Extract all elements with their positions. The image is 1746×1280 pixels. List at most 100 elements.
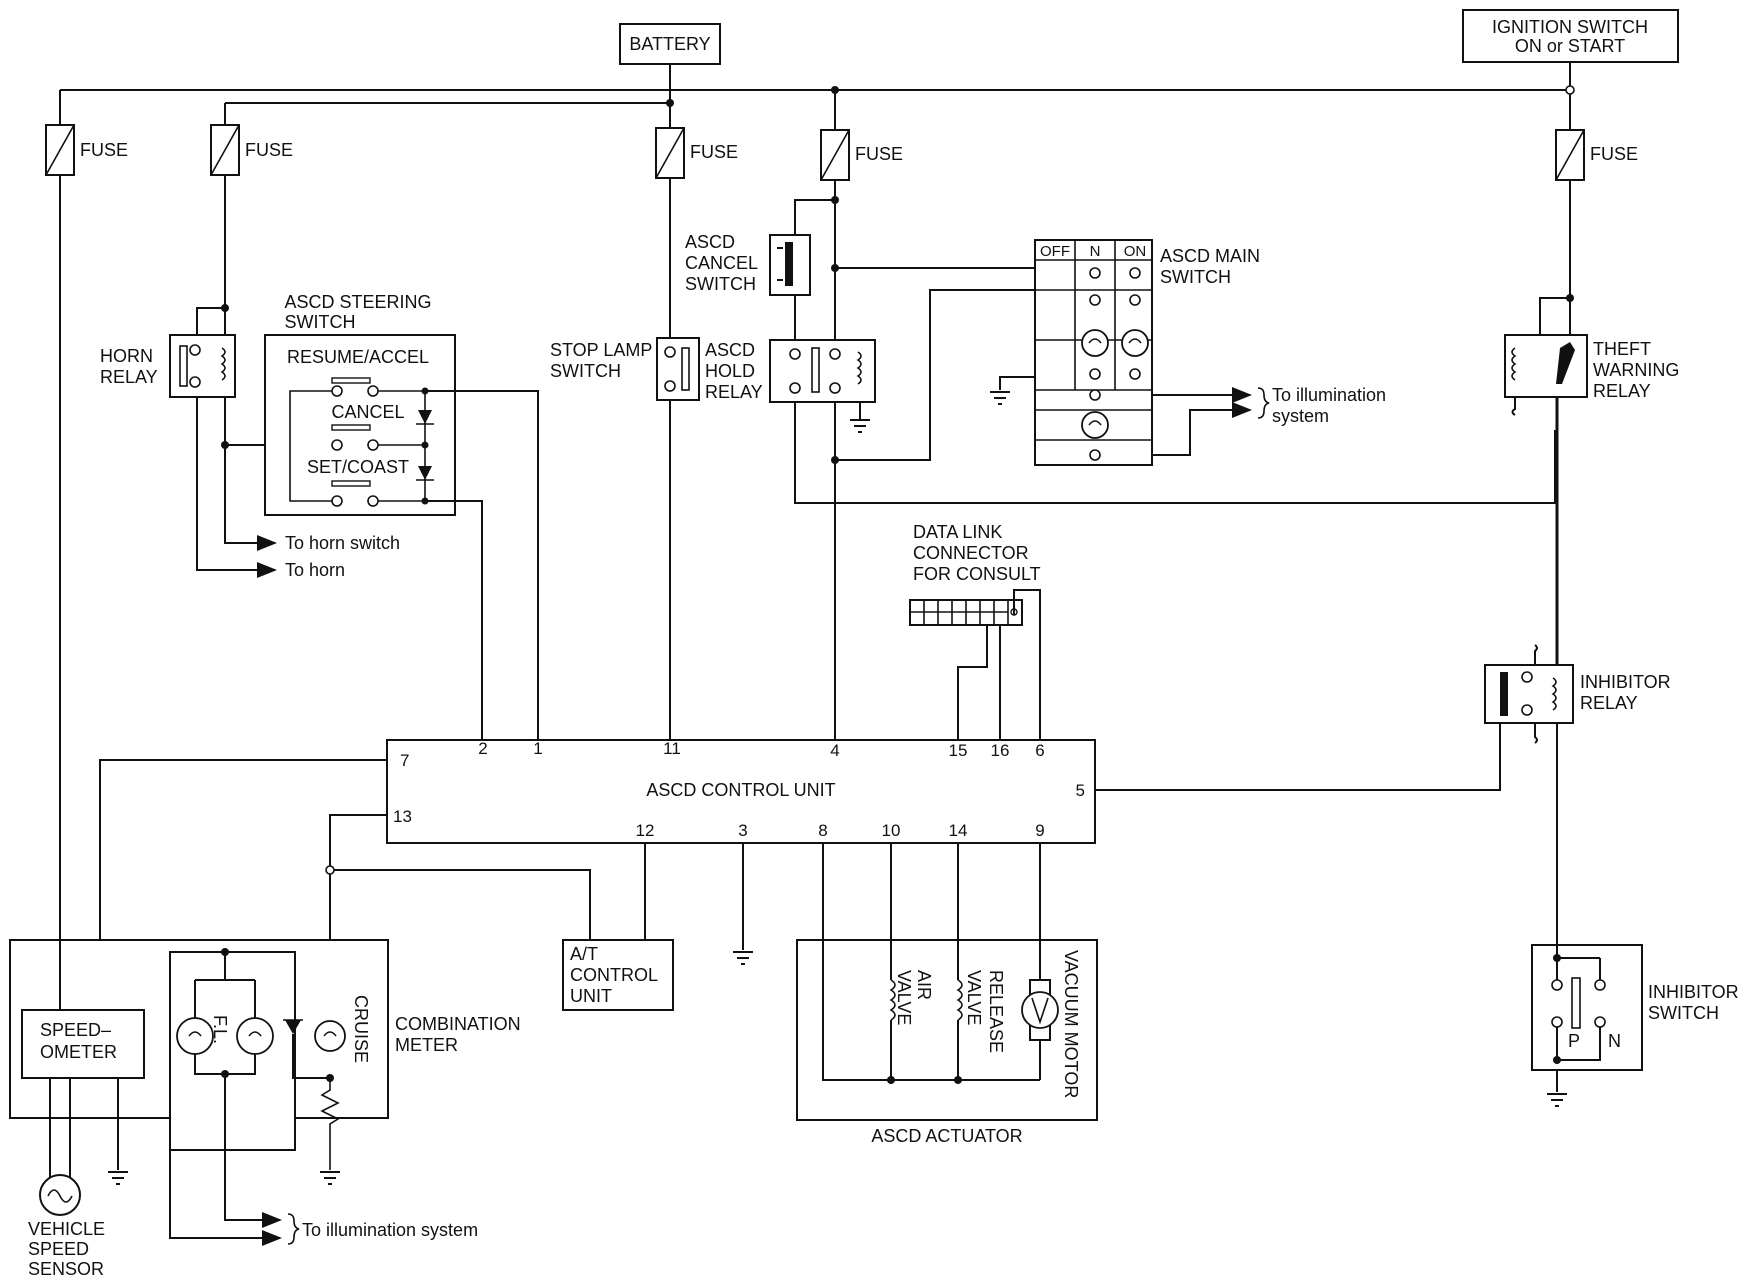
- theft-warning-relay: THEFT WARNING RELAY: [1504, 334, 1679, 401]
- air-valve-label-line2: VALVE: [894, 970, 914, 1025]
- combination-label-line1: COMBINATION: [395, 1014, 521, 1034]
- at-label-line3: UNIT: [570, 986, 612, 1006]
- inhibitor-relay-tails: [1534, 644, 1538, 744]
- set-coast-label: SET/COAST: [307, 457, 409, 477]
- junction-dot: [954, 1076, 962, 1084]
- junction-dot: [221, 304, 229, 312]
- ground-symbol: [990, 391, 1010, 405]
- steering-switch-label-line1: ASCD STEERING: [284, 292, 431, 312]
- vss-label-line2: SPEED: [28, 1239, 89, 1259]
- stop-lamp-label-line1: STOP LAMP: [550, 340, 652, 360]
- release-valve-label-line1: RELEASE: [986, 970, 1006, 1053]
- dlc-wire-6: [1013, 589, 1041, 740]
- dlc-label-line3: FOR CONSULT: [913, 564, 1041, 584]
- speedometer-label-line1: SPEED–: [40, 1020, 111, 1040]
- pin-16: 16: [991, 741, 1010, 760]
- dlc-label-line1: DATA LINK: [913, 522, 1002, 542]
- cruise-to-at-wire: [334, 869, 591, 940]
- pin-9: 9: [1035, 821, 1044, 840]
- at-label-line2: CONTROL: [570, 965, 658, 985]
- vss-label-line1: VEHICLE: [28, 1219, 105, 1239]
- junction-dot: [831, 196, 839, 204]
- main-switch-label-line1: ASCD MAIN: [1160, 246, 1260, 266]
- ascd-steering-switch: ASCD STEERING SWITCH RESUME/ACCEL CANCEL…: [264, 292, 456, 516]
- pin7-to-speedometer-wire: [99, 759, 387, 1010]
- pin-6: 6: [1035, 741, 1044, 760]
- pin-8: 8: [818, 821, 827, 840]
- main-switch-label-line2: SWITCH: [1160, 267, 1231, 287]
- pin-10: 10: [882, 821, 901, 840]
- ignition-label-line1: IGNITION SWITCH: [1492, 17, 1648, 37]
- inhibitor-switch: P N INHIBITOR SWITCH: [1531, 944, 1739, 1071]
- ground-symbol: [850, 419, 870, 433]
- ascd-actuator: ASCD ACTUATOR: [796, 939, 1098, 1146]
- theft-coil-tail: [1511, 397, 1516, 416]
- fuse-3: FUSE: [655, 103, 738, 179]
- to-horn-switch-label: To horn switch: [285, 533, 400, 553]
- cancel-label: CANCEL: [331, 402, 404, 422]
- pin-4: 4: [830, 741, 839, 760]
- fuse-label: FUSE: [855, 144, 903, 164]
- junction-dot: [831, 456, 839, 464]
- theft-relay-label-line1: THEFT: [1593, 339, 1651, 359]
- fuse-label: FUSE: [1590, 144, 1638, 164]
- stop-lamp-switch: STOP LAMP SWITCH: [550, 337, 700, 401]
- ignition-label-line2: ON or START: [1515, 36, 1625, 56]
- hold-relay-label-line2: HOLD: [705, 361, 755, 381]
- horn-relay: HORN RELAY: [100, 334, 236, 398]
- junction-dot: [887, 1076, 895, 1084]
- fuse-4: FUSE: [820, 90, 903, 181]
- fuse-2: FUSE: [210, 103, 293, 176]
- cancel-switch-label-line2: CANCEL: [685, 253, 758, 273]
- illumination-brace-2: [287, 1213, 300, 1245]
- cancel-switch-label-line1: ASCD: [685, 232, 735, 252]
- steering-to-cu-wire-2: [425, 500, 483, 740]
- main-on-label: ON: [1124, 243, 1147, 260]
- inhibitor-relay-label-line1: INHIBITOR: [1580, 672, 1671, 692]
- vacuum-motor: VACUUM MOTOR: [1021, 950, 1081, 1098]
- inhibitor-relay-label-line2: RELAY: [1580, 693, 1638, 713]
- fl-label: F.L.: [210, 1015, 230, 1044]
- fl-lamps: F.L.: [169, 948, 296, 1151]
- pin-11: 11: [663, 739, 681, 758]
- junction-dot: [221, 441, 229, 449]
- horn-relay-label-line1: HORN: [100, 346, 153, 366]
- ground-symbol: [320, 1171, 340, 1185]
- cancel-to-cu-wire: [794, 402, 1556, 504]
- air-valve-label-line1: AIR: [914, 970, 934, 1000]
- pin-3: 3: [738, 821, 747, 840]
- at-label-line1: A/T: [570, 944, 598, 964]
- pin-13: 13: [393, 807, 412, 826]
- pin-7: 7: [400, 751, 409, 770]
- pin13-junction: [325, 865, 335, 875]
- hold-relay-feed-wire: [794, 180, 1035, 340]
- ascd-control-unit: ASCD CONTROL UNIT 2 1 11 4 15 16 6 7 13 …: [386, 739, 1096, 844]
- illumination-wire: [1152, 394, 1245, 456]
- horn-feed-wire: [196, 175, 226, 335]
- illumination-system-label: To illumination system: [302, 1220, 478, 1240]
- hold-relay-label-line1: ASCD: [705, 340, 755, 360]
- actuator-wire-8: [822, 843, 1040, 1081]
- pin-14: 14: [949, 821, 968, 840]
- theft-relay-label-line2: WARNING: [1593, 360, 1679, 380]
- speedometer: SPEED– OMETER: [21, 1009, 145, 1079]
- ground-symbol: [1547, 1093, 1567, 1107]
- ascd-hold-relay: ASCD HOLD RELAY: [705, 339, 876, 403]
- ignition-switch-box: IGNITION SWITCH ON or START: [1462, 9, 1679, 63]
- pin-15: 15: [949, 741, 968, 760]
- vss-wire: [49, 1078, 71, 1178]
- cruise-label: CRUISE: [351, 995, 371, 1063]
- inhibitor-n-label: N: [1608, 1031, 1621, 1051]
- fuse-1: FUSE: [45, 90, 128, 176]
- ascd-main-switch: OFF N ON ASCD MAIN SWITCH: [1034, 239, 1260, 466]
- main-off-label: OFF: [1040, 243, 1070, 260]
- vss-label-line3: SENSOR: [28, 1259, 104, 1279]
- illumination-label-line2: system: [1272, 406, 1329, 426]
- ground-symbol: [108, 1171, 128, 1185]
- ground-symbol: [733, 951, 753, 965]
- pin-1: 1: [533, 739, 542, 758]
- release-valve: RELEASE VALVE: [956, 970, 1006, 1053]
- pin-5: 5: [1076, 781, 1085, 800]
- junction-dot: [1566, 294, 1574, 302]
